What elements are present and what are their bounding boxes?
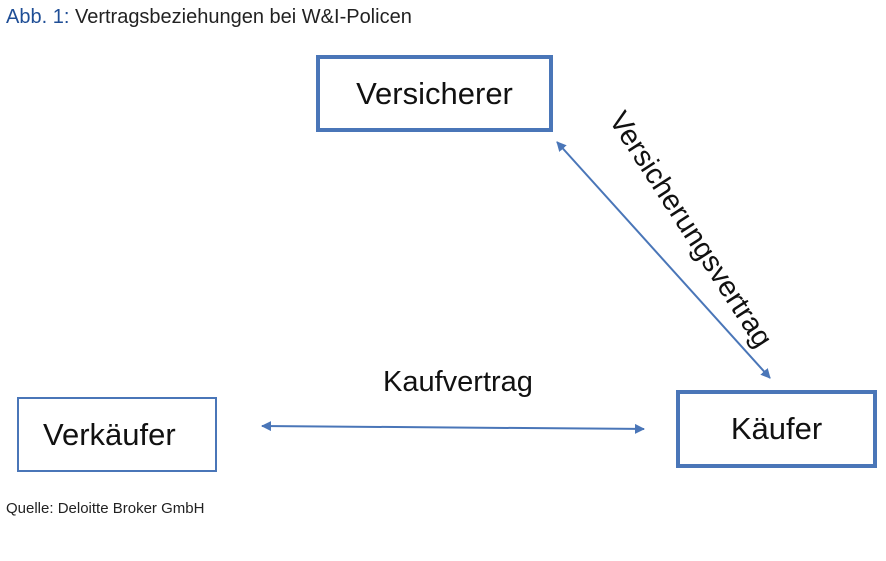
- kaeufer-node: Käufer: [676, 390, 877, 468]
- kaufvertrag-arrow: [261, 421, 645, 434]
- verkaeufer-label: Verkäufer: [43, 416, 176, 452]
- kaufvertrag-label: Kaufvertrag: [383, 366, 533, 398]
- figure-caption: Abb. 1: Vertragsbeziehungen bei W&I-Poli…: [6, 6, 412, 29]
- versicherer-label: Versicherer: [356, 75, 513, 111]
- figure-title: Vertragsbeziehungen bei W&I-Policen: [74, 6, 412, 28]
- source-note: Quelle: Deloitte Broker GmbH: [6, 500, 205, 517]
- kaeufer-label: Käufer: [730, 411, 823, 446]
- versicherer-node: Versicherer: [316, 55, 553, 132]
- verkaeufer-node: Verkäufer: [17, 397, 217, 472]
- versicherungsvertrag-arrow: [556, 141, 771, 379]
- figure-number: Abb. 1:: [6, 6, 70, 28]
